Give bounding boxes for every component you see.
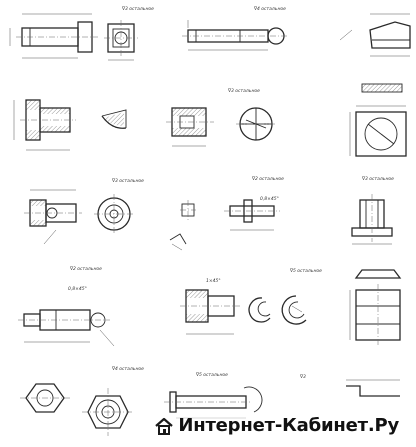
part-grooved-pin [18, 309, 115, 347]
roughness-note-10: ∇5 остальное [195, 372, 228, 378]
part-hex-nut-top [354, 269, 402, 279]
part-hex-nut-side [349, 284, 401, 346]
roughness-note-9: ∇4 остальное [111, 366, 144, 372]
part-stepped-bushing [351, 194, 393, 245]
part-slotted-pin-section [166, 107, 214, 147]
part-axle-with-collar [180, 199, 280, 231]
roughness-note-11: ∇3 [299, 374, 306, 380]
part-hex-nut-front [20, 383, 70, 413]
chamfer-note-2: 0,8×45° [68, 286, 87, 292]
chamfer-note-1: 0,8×45° [260, 196, 279, 202]
roughness-note-5: ∇2 остальное [251, 176, 284, 182]
part-small-bracket [346, 379, 400, 397]
chamfer-note-3: 1×45° [206, 278, 221, 284]
part-stud-with-head [24, 189, 82, 245]
part-flanged-bushing-section [13, 99, 76, 151]
part-square-plate [349, 105, 407, 157]
house-logo-icon [155, 417, 174, 435]
part-angled-block [339, 13, 411, 57]
part-stud-end-view [94, 194, 134, 234]
watermark: Интернет-Кабинет.Ру [151, 414, 402, 437]
roughness-note-3: ∇3 остальное [227, 88, 260, 94]
part-ball-pin [182, 20, 288, 51]
part-hex-nut-section [82, 388, 134, 436]
roughness-note-4: ∇3 остальное [111, 178, 144, 184]
part-axle-detail [169, 233, 187, 251]
roughness-note-2: ∇4 остальное [253, 6, 286, 12]
roughness-note-1: ∇3 остальное [121, 6, 154, 12]
watermark-text: Интернет-Кабинет.Ру [178, 415, 399, 436]
part-ring-segment-b [281, 295, 307, 325]
roughness-note-6: ∇3 остальное [361, 176, 394, 182]
part-ring-segment-a [248, 297, 271, 323]
part-slotted-pin-end-view [236, 107, 276, 141]
part-square-plate-top [361, 83, 403, 93]
part-bushing-detail [101, 109, 127, 129]
roughness-note-7: ∇2 остальное [69, 266, 102, 272]
part-shouldered-shaft [180, 289, 240, 335]
part-t-bolt-head-view [104, 20, 138, 61]
part-t-bolt-side-view [9, 13, 98, 59]
roughness-note-8: ∇5 остальное [289, 268, 322, 274]
